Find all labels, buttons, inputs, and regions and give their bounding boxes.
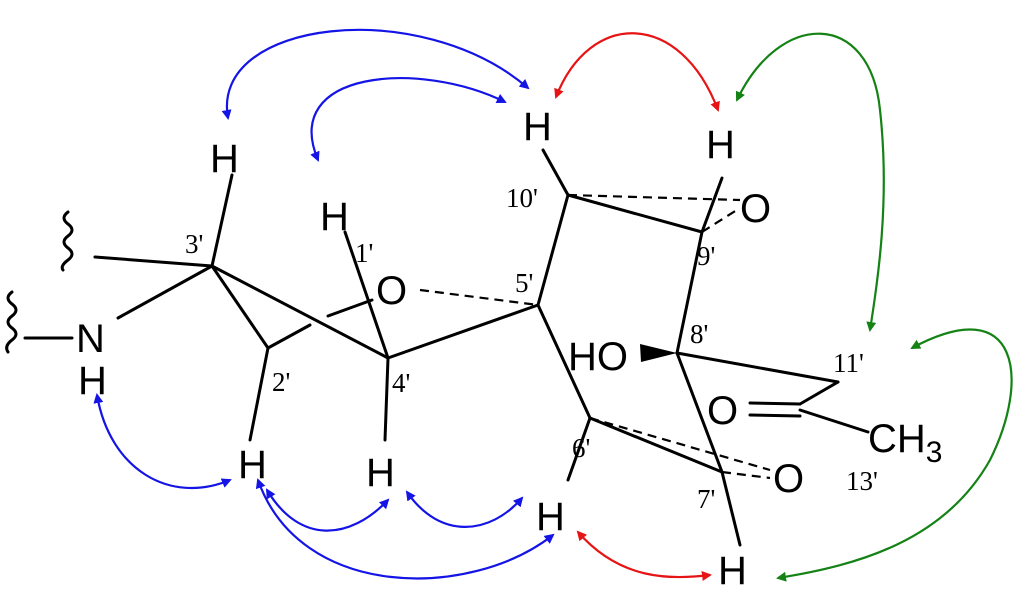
atom-o-epoxide-top: O [740,187,771,231]
noe-blue-correlations [93,28,555,580]
label-7p: 7' [697,484,715,514]
atom-h-9p: H [706,123,735,167]
label-5p: 5' [515,268,533,298]
noe-green-correlations [735,32,1013,582]
wavy-bond-top [60,210,74,272]
atom-h-6p: H [536,495,565,539]
atom-h-nh: H [78,359,107,403]
label-3p: 3' [185,229,203,259]
atom-ch3: CH3 [868,417,942,469]
label-11p: 11' [833,348,864,378]
atom-h-7p: H [718,549,747,593]
atom-ho-8p: HO [568,335,628,379]
atom-h-2p: H [238,443,267,487]
atom-o-1p: O [376,269,407,313]
label-10p: 10' [506,183,538,213]
atom-h-3p: H [210,137,239,181]
position-numbers: 3' 1' 10' 5' 9' 8' 11' 2' 4' 6' 7' 13' [185,183,878,514]
atom-o-carbonyl: O [707,389,738,433]
label-13p: 13' [846,466,878,496]
atom-h-1p: H [320,195,349,239]
atom-o-epoxide-bottom: O [773,457,804,501]
label-6p: 6' [572,433,590,463]
bond-network [23,148,870,547]
label-2p: 2' [272,367,290,397]
atom-n: N [76,317,105,361]
atom-h-4p: H [366,451,395,495]
label-1p: 1' [355,238,373,268]
label-9p: 9' [697,241,715,271]
atom-labels: H H O H H O N H HO O CH3 H H H O H [76,105,942,593]
label-4p: 4' [392,368,410,398]
label-8p: 8' [690,319,708,349]
wavy-bond-left [5,290,18,354]
atom-h-10p: H [523,105,552,149]
noe-red-correlations [554,32,720,581]
